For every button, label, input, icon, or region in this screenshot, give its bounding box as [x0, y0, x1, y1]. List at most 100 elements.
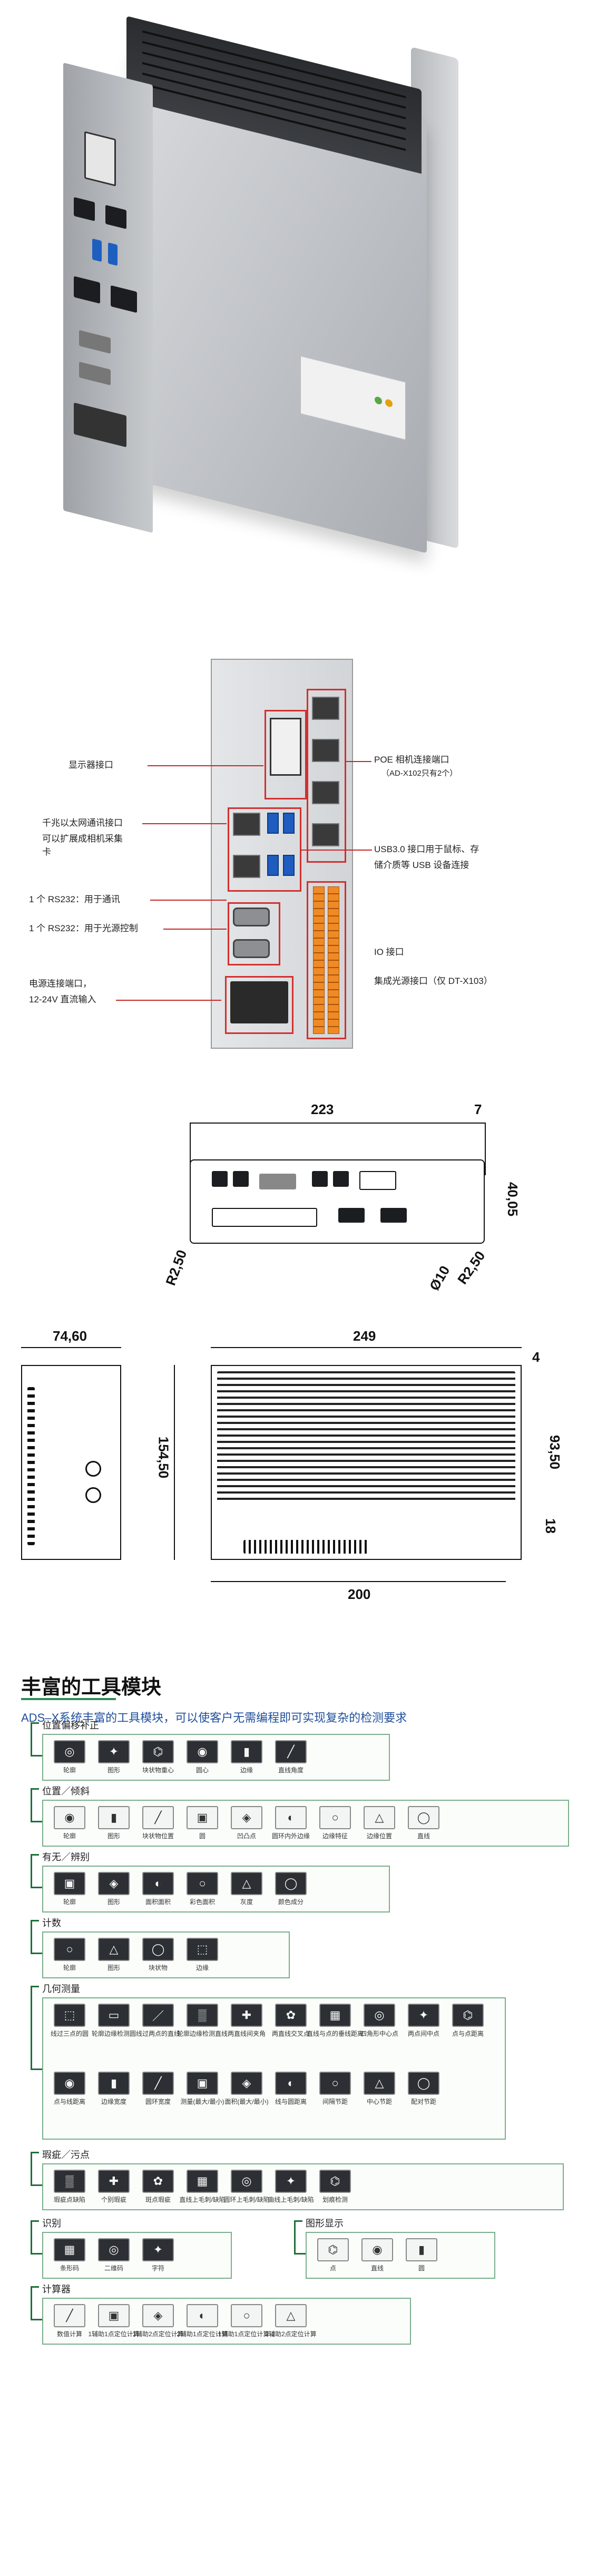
tool-item[interactable]: ◉圆心 — [183, 1740, 221, 1774]
tool-item[interactable]: ▦条形码 — [51, 2238, 89, 2272]
tool-item[interactable]: ✦曲线上毛刺/缺陷 — [268, 2170, 314, 2204]
terminal-pin — [328, 938, 339, 945]
tool-item[interactable]: △中心节距 — [360, 2072, 398, 2133]
tool-item[interactable]: ✦字符 — [139, 2238, 177, 2272]
tool-item[interactable]: ◈面积(最大/最小) — [224, 2072, 269, 2133]
tool-item[interactable]: ▣轮廓 — [51, 1872, 89, 1906]
tool-item[interactable]: ▒瑕疵点缺陷 — [51, 2170, 89, 2204]
tool-item[interactable]: △灰度 — [228, 1872, 266, 1906]
tool-item[interactable]: ◎四角形中心点 — [360, 2004, 398, 2065]
tool-item[interactable]: ◎圆环上毛刺/缺陷 — [223, 2170, 270, 2204]
terminal-pin — [313, 1027, 325, 1034]
tool-item[interactable]: ◉轮廓 — [51, 1806, 89, 1840]
tool-item[interactable]: ▮图形 — [95, 1806, 133, 1840]
tool-item[interactable]: △图形 — [95, 1938, 133, 1972]
tool-group-label: 位置／倾斜 — [31, 1784, 90, 1798]
tool-item[interactable]: ◈图形 — [95, 1872, 133, 1906]
tool-item[interactable]: ✿斑点瑕疵 — [139, 2170, 177, 2204]
tool-item[interactable]: ▒轮廓边缘检测直线 — [177, 2004, 228, 2065]
tool-caption: 直线上毛刺/缺陷 — [179, 2196, 226, 2203]
tool-item[interactable]: ▣测量(最大/最小) — [180, 2072, 224, 2133]
tool-item[interactable]: ⬚边缘 — [183, 1938, 221, 1972]
tool-item[interactable]: ○1辅助1点定位计算-2 — [218, 2304, 275, 2338]
tool-item[interactable]: ◐2辅助1点定位计算 — [177, 2304, 228, 2338]
tool-item[interactable]: ◯块状物 — [139, 1938, 177, 1972]
tool-item[interactable]: ◎轮廓 — [51, 1740, 89, 1774]
tool-item[interactable]: ✿两直线交叉点 — [272, 2004, 310, 2065]
tool-icon: ◈ — [231, 1806, 262, 1829]
tool-item[interactable]: △边缘位置 — [360, 1806, 398, 1840]
tool-item[interactable]: ✦图形 — [95, 1740, 133, 1774]
tool-item[interactable]: ◎二维码 — [95, 2238, 133, 2272]
tool-item[interactable]: ▮圆 — [403, 2238, 440, 2272]
tool-item[interactable]: ▣圆 — [183, 1806, 221, 1840]
terminal-pin — [328, 1027, 339, 1034]
tool-group-label: 计算器 — [31, 2282, 71, 2296]
tool-group-label: 位置偏移补正 — [31, 1718, 99, 1732]
tool-caption: 圆环宽度 — [145, 2098, 171, 2105]
tool-item[interactable]: △2辅助2点定位计算 — [265, 2304, 317, 2338]
tool-item[interactable]: ◉直线 — [358, 2238, 396, 2272]
tool-icon: ◉ — [361, 2238, 393, 2261]
dim-side-width: 74,60 — [53, 1328, 87, 1344]
tool-item[interactable]: ╱数值计算 — [51, 2304, 89, 2338]
terminal-pin — [313, 990, 325, 997]
tool-item[interactable]: ⌬块状物重心 — [139, 1740, 177, 1774]
terminal-pin — [328, 975, 339, 982]
terminal-pin — [313, 945, 325, 953]
tool-item[interactable]: ⬚线过三点的圆 — [51, 2004, 89, 2065]
tool-item[interactable]: ○间隔节距 — [316, 2072, 354, 2133]
tool-icon: ▒ — [187, 2004, 218, 2027]
tool-item[interactable]: ◉点与线距离 — [51, 2072, 89, 2133]
tool-item[interactable]: ⌬划痕检测 — [316, 2170, 354, 2204]
tool-item[interactable]: ▮边缘宽度 — [95, 2072, 133, 2133]
tool-item[interactable]: ◯直线 — [405, 1806, 443, 1840]
tool-item[interactable]: ╱直线角度 — [272, 1740, 310, 1774]
tool-caption: 点与点距离 — [452, 2030, 484, 2037]
tool-caption: 字符 — [151, 2265, 164, 2272]
tool-item[interactable]: ▣1辅助1点定位计算 — [88, 2304, 140, 2338]
top-outline — [190, 1159, 485, 1244]
tool-group-label: 图形显示 — [294, 2216, 344, 2230]
tool-item[interactable]: ◈凹凸点 — [228, 1806, 266, 1840]
tool-item[interactable]: ▦ 直线上毛刺/缺陷 — [179, 2170, 226, 2204]
dim-radius-right: R2,50 — [454, 1248, 488, 1287]
tool-item[interactable]: ✦两点间中点 — [405, 2004, 443, 2065]
tool-icon: ▦ — [187, 2170, 218, 2193]
tool-icon: ▦ — [319, 2004, 351, 2027]
tool-item[interactable]: ✚两直线间夹角 — [228, 2004, 266, 2065]
tool-item[interactable]: ◐圆环内外边缘 — [272, 1806, 310, 1840]
tool-item[interactable]: ○边缘特征 — [316, 1806, 354, 1840]
tool-caption: 曲线上毛刺/缺陷 — [268, 2196, 314, 2203]
tool-item[interactable]: ▮边缘 — [228, 1740, 266, 1774]
tool-item[interactable]: ◯配对节距 — [405, 2072, 443, 2133]
terminal-pin — [328, 901, 339, 909]
tool-item[interactable]: ◐线与圆距离 — [272, 2072, 310, 2133]
tool-item[interactable]: ◯颜色成分 — [272, 1872, 310, 1906]
tool-icon: ╱ — [54, 2304, 85, 2327]
terminal-pin — [313, 916, 325, 923]
tool-item[interactable]: ○彩色面积 — [183, 1872, 221, 1906]
tool-item[interactable]: ◐面积面积 — [139, 1872, 177, 1906]
tool-item[interactable]: ／线过两点的直线 — [136, 2004, 180, 2065]
tool-icon: △ — [231, 1872, 262, 1895]
tool-tray: ◉轮廓▮图形╱块状物位置▣圆◈凹凸点◐圆环内外边缘○边缘特征△边缘位置◯直线 — [42, 1800, 569, 1847]
tool-item[interactable]: ╱圆环宽度 — [139, 2072, 177, 2133]
tool-item[interactable]: ⌬点 — [314, 2238, 352, 2272]
tool-item[interactable]: ▭轮廓边缘检测圆 — [92, 2004, 136, 2065]
tool-item[interactable]: ◈1辅助2点定位计算 — [132, 2304, 184, 2338]
interface-diagram: 显示器接口 POE 相机连接端口 （AD-X102只有2个） 千兆以太网通讯接口… — [0, 648, 607, 1059]
tool-icon: ◯ — [275, 1872, 307, 1895]
tool-group-label: 几何测量 — [31, 1982, 80, 1995]
tool-icon: ○ — [187, 1872, 218, 1895]
dim-offset: 7 — [474, 1101, 482, 1117]
tool-item[interactable]: ▦直线与点的垂线距离 — [307, 2004, 364, 2065]
front-outline — [211, 1365, 522, 1560]
tool-item[interactable]: ╱块状物位置 — [139, 1806, 177, 1840]
tool-item[interactable]: ✚个别瑕疵 — [95, 2170, 133, 2204]
tool-item[interactable]: ○轮廓 — [51, 1938, 89, 1972]
tools-title: 丰富的工具模块 — [21, 1671, 161, 1700]
terminal-pin — [328, 916, 339, 923]
tool-item[interactable]: ⌬点与点距离 — [449, 2004, 487, 2065]
tool-icon: ▭ — [98, 2004, 130, 2027]
